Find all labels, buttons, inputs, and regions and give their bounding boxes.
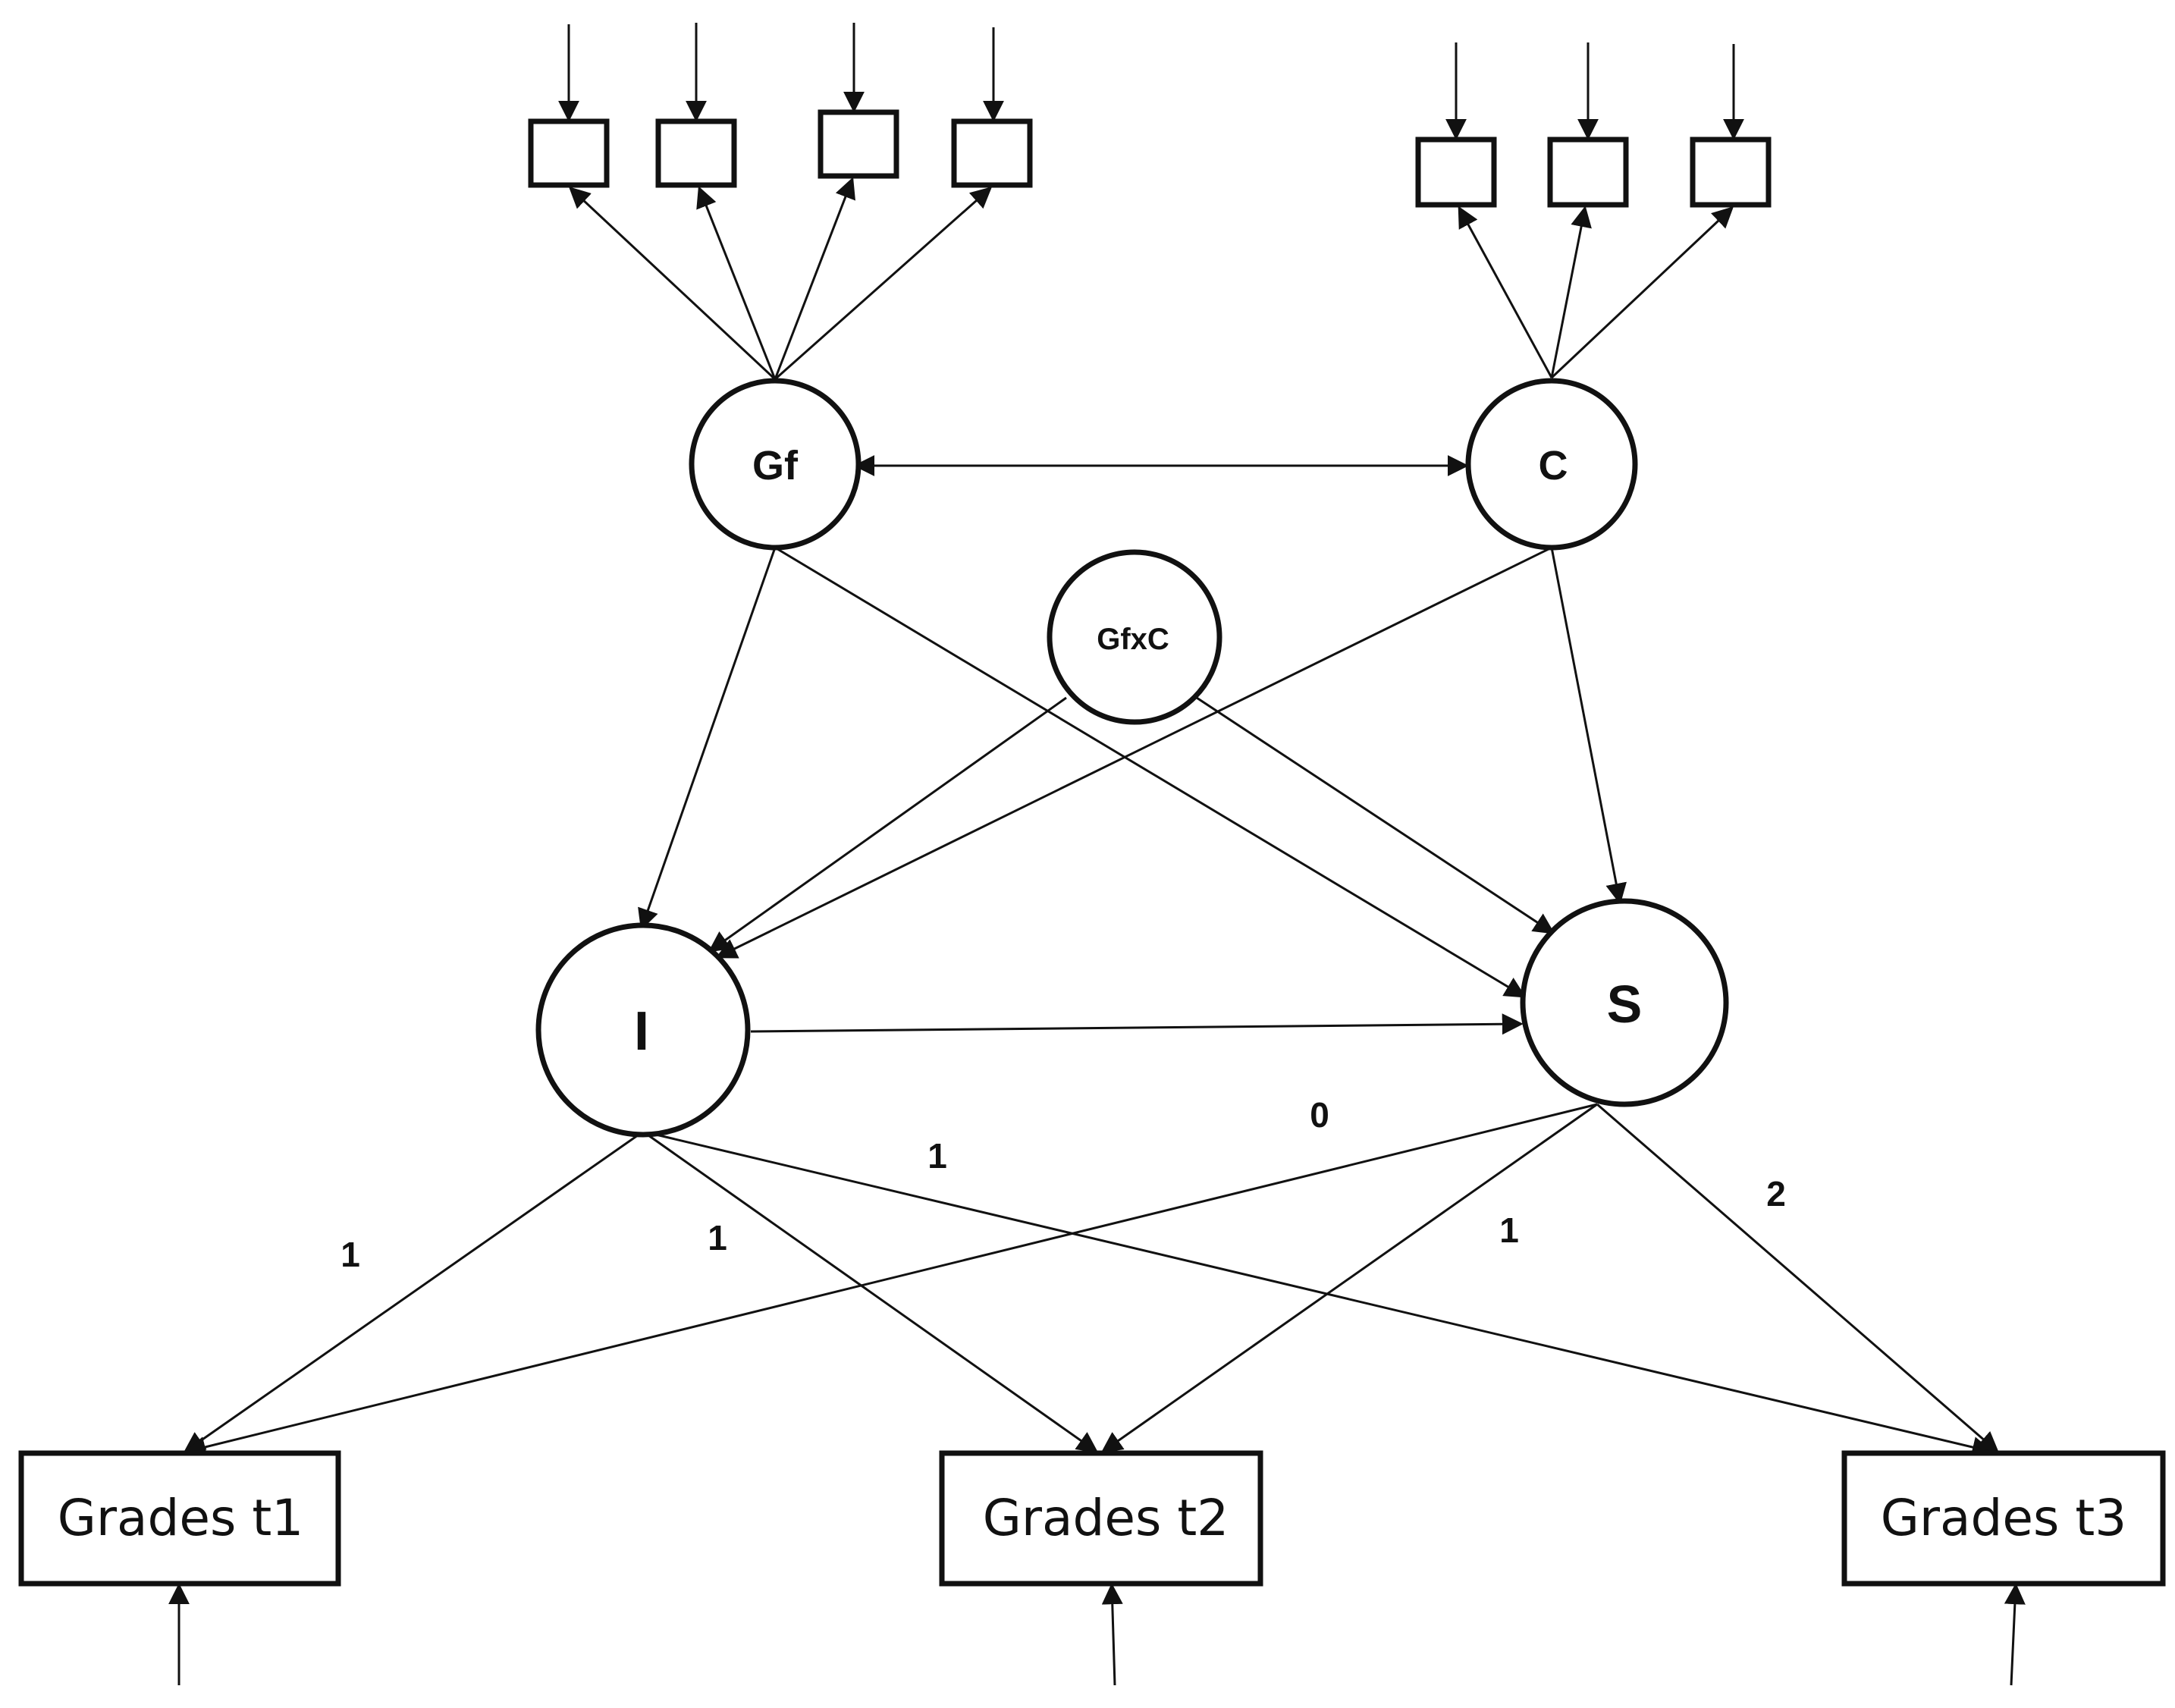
gf-indicator-box-1 <box>528 118 610 188</box>
gf-loading-arrow-4 <box>774 187 993 381</box>
latent-variables <box>535 378 1729 1138</box>
c-loading-arrow-1 <box>1458 206 1553 378</box>
slope-to-t2-arrow <box>1100 1103 1598 1453</box>
loading-label-i-t3: 1 <box>927 1136 947 1176</box>
grades-t1-box <box>18 1450 341 1587</box>
grades-t2-box <box>939 1450 1263 1587</box>
gfxc-to-slope-arrow <box>1196 696 1555 934</box>
loading-label-s-t1: 0 <box>1310 1095 1329 1135</box>
slope-label: S <box>1607 975 1643 1034</box>
grade-boxes <box>18 1450 2166 1587</box>
gfxc-latent-circle <box>1047 549 1222 725</box>
gf-indicator-box-3 <box>818 109 899 179</box>
structural-arrows <box>638 546 1627 1035</box>
grades-t1-label: Grades t1 <box>58 1489 303 1547</box>
gf-loading-arrow-2 <box>696 186 777 380</box>
loading-label-s-t3: 2 <box>1766 1174 1786 1213</box>
slope-to-t3-arrow <box>1596 1103 2000 1453</box>
gfxc-label: GfxC <box>1097 623 1169 656</box>
loading-label-i-t1: 1 <box>341 1235 360 1274</box>
intercept-to-slope-arrow <box>750 1013 1524 1035</box>
grades-t2-label: Grades t2 <box>983 1489 1229 1547</box>
c-indicator-box-1 <box>1415 137 1497 208</box>
intercept-label: I <box>634 1001 649 1062</box>
gf-latent-circle <box>689 378 862 551</box>
gf-loading-arrow-3 <box>774 177 855 380</box>
c-loading-arrow-2 <box>1550 206 1592 378</box>
gf-to-slope-arrow <box>774 546 1527 998</box>
intercept-to-t2-arrow <box>642 1130 1099 1453</box>
residual-arrow-t3 <box>2004 1583 2026 1686</box>
grades-t3-box <box>1841 1450 2166 1587</box>
indicator-residual-arrows <box>558 23 1744 140</box>
c-indicator-box-3 <box>1690 137 1772 208</box>
gf-label: Gf <box>752 443 799 488</box>
c-indicators <box>1415 137 1772 208</box>
intercept-to-t1-arrow <box>183 1130 644 1453</box>
slope-latent-circle <box>1520 898 1729 1107</box>
loading-label-i-t2: 1 <box>708 1218 727 1257</box>
intercept-latent-circle <box>535 922 751 1138</box>
loading-label-s-t2: 1 <box>1499 1210 1519 1250</box>
gfxc-to-intercept-arrow <box>708 696 1067 953</box>
residual-arrow-t2 <box>1101 1583 1123 1686</box>
gf-indicators <box>528 109 1033 188</box>
c-to-intercept-arrow <box>715 546 1552 959</box>
grades-t3-label: Grades t3 <box>1881 1489 2126 1547</box>
c-latent-circle <box>1465 378 1638 551</box>
gf-to-intercept-arrow <box>638 547 777 931</box>
c-to-slope-arrow <box>1550 547 1627 905</box>
c-label: C <box>1539 443 1568 488</box>
c-indicator-box-2 <box>1547 137 1629 208</box>
gf-indicator-box-2 <box>655 118 737 188</box>
growth-loading-arrows <box>183 1103 2000 1458</box>
slope-to-t1-arrow <box>184 1103 1598 1458</box>
measurement-arrows <box>568 177 1734 381</box>
grade-residual-arrows <box>168 1583 2026 1686</box>
c-loading-arrow-3 <box>1550 206 1734 379</box>
gf-indicator-box-4 <box>951 118 1033 188</box>
intercept-to-t3-arrow <box>642 1130 1994 1458</box>
gf-loading-arrow-1 <box>568 187 777 381</box>
